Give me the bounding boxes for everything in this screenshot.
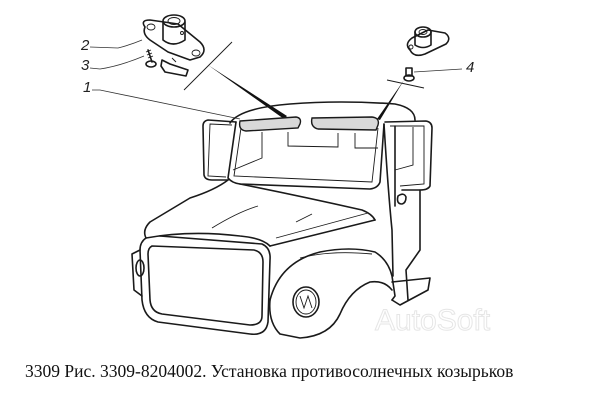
callout-3: 3 bbox=[81, 55, 145, 74]
svg-text:1: 1 bbox=[83, 79, 91, 96]
callout-2: 2 bbox=[80, 37, 143, 54]
screw-3 bbox=[145, 49, 157, 68]
pointer-left bbox=[208, 65, 287, 119]
svg-text:4: 4 bbox=[466, 59, 474, 76]
section-line-left bbox=[183, 41, 233, 91]
pointer-right bbox=[377, 80, 404, 120]
grille bbox=[139, 235, 271, 336]
figure-caption: 3309 Рис. 3309-8204002. Установка против… bbox=[25, 361, 514, 381]
svg-text:2: 2 bbox=[80, 37, 90, 54]
watermark: AutoSoft bbox=[375, 304, 491, 337]
sun-visor-right bbox=[310, 116, 380, 131]
svg-text:3: 3 bbox=[81, 57, 90, 74]
right-bracket-assembly bbox=[403, 26, 450, 82]
left-bracket-assembly bbox=[142, 14, 205, 77]
sun-visor-left bbox=[238, 116, 302, 132]
callout-4: 4 bbox=[413, 59, 474, 76]
truck-cab bbox=[131, 101, 433, 339]
callout-1: 1 bbox=[83, 79, 241, 120]
headlamp bbox=[292, 286, 320, 318]
screw-4 bbox=[403, 67, 415, 82]
section-line-right bbox=[386, 79, 425, 89]
